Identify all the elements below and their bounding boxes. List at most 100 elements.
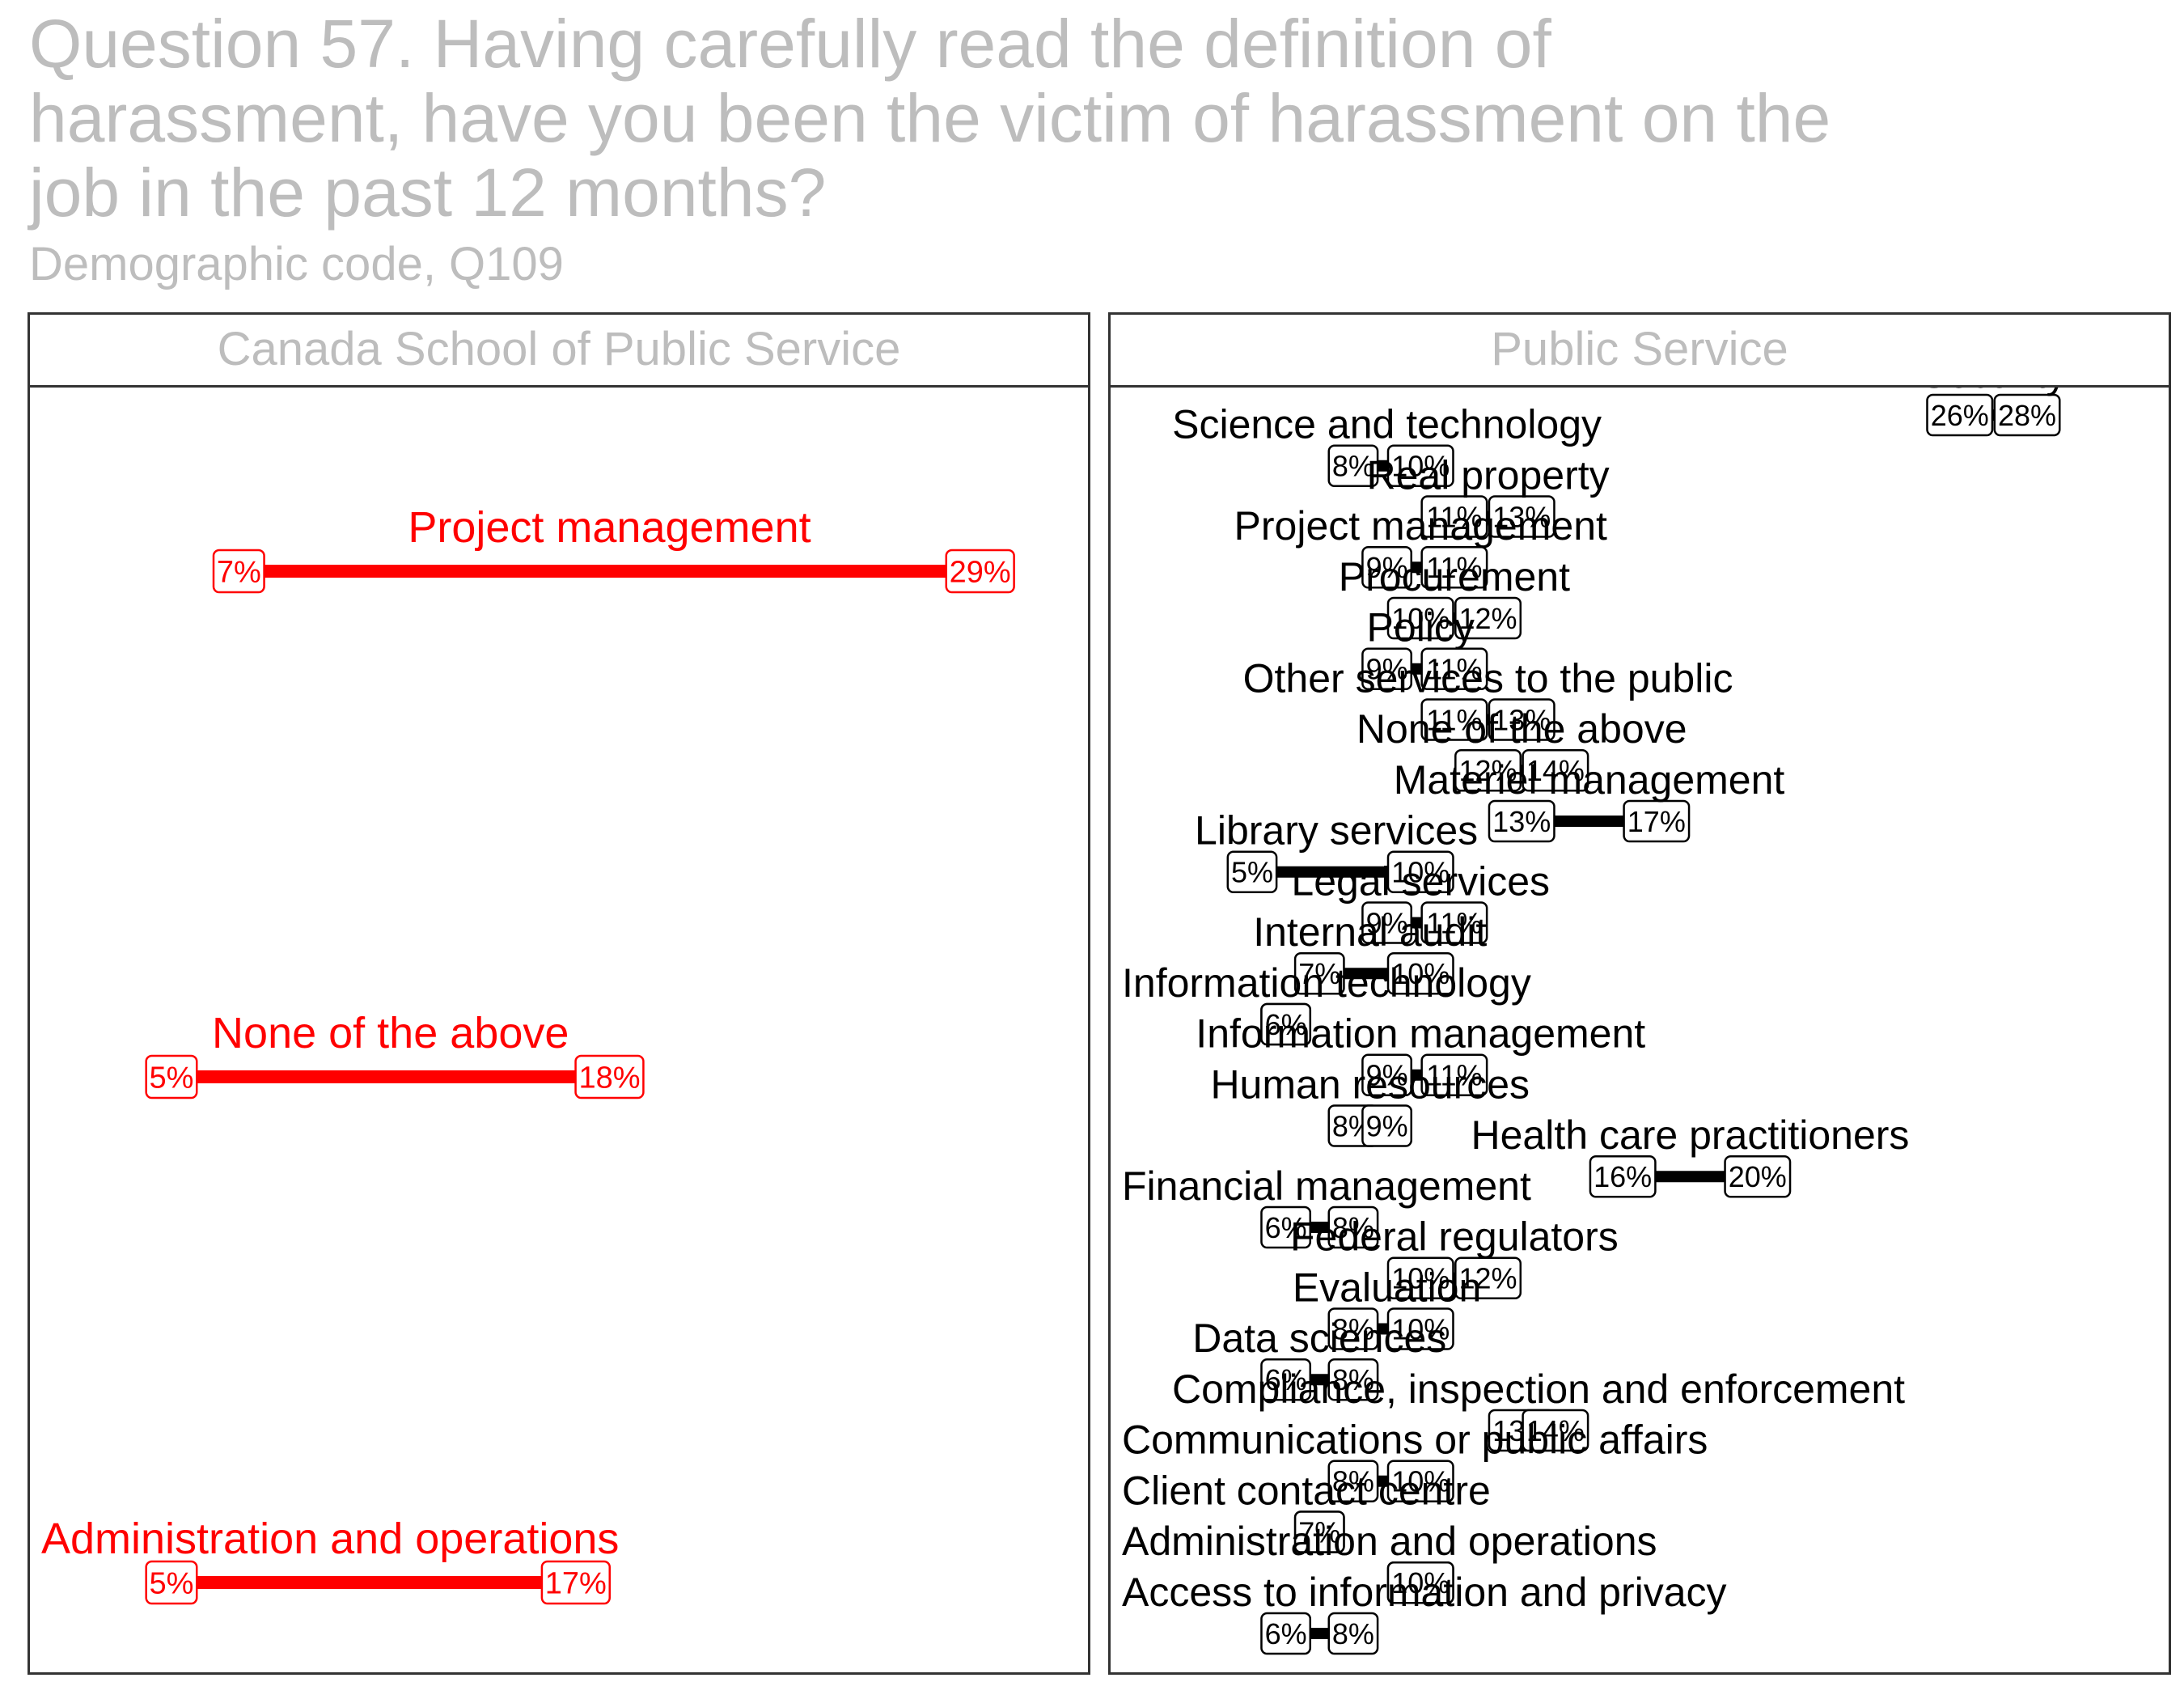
category-label: Client contact centre — [1122, 1468, 1491, 1513]
value-label-box — [1260, 1002, 1312, 1046]
panel-public-service: Public Service 26%28%Security8%10%Scienc… — [1108, 312, 2171, 1675]
value-label-box — [1488, 495, 1555, 538]
value-label-text: 8% — [1332, 1312, 1374, 1345]
category-label: Human resources — [1210, 1061, 1530, 1107]
value-label-box — [1724, 1155, 1792, 1198]
value-label-box — [145, 1054, 198, 1099]
category-label: Federal regulators — [1290, 1214, 1619, 1260]
panel-strip-label: Canada School of Public Service — [30, 315, 1088, 388]
value-label-box — [1327, 1460, 1379, 1502]
value-label-high: 13% — [1488, 698, 1555, 741]
value-label-box — [945, 549, 1015, 594]
value-label-low: 8% — [1327, 1460, 1379, 1502]
value-label-box — [574, 1054, 645, 1099]
value-label-box — [1420, 647, 1488, 690]
value-label-high: 7% — [1293, 1510, 1345, 1553]
value-label-low: 26% — [1926, 393, 1994, 437]
value-label-low: 5% — [1226, 850, 1278, 893]
category-label: Data sciences — [1192, 1316, 1446, 1361]
value-label-box — [1260, 1358, 1312, 1401]
category-label: Information technology — [1122, 960, 1531, 1006]
value-label-high: 18% — [574, 1054, 645, 1099]
value-label-text: 16% — [1594, 1160, 1652, 1193]
value-label-box — [1361, 1053, 1412, 1096]
value-label-low: 9% — [1361, 546, 1412, 589]
category-label: Library services — [1195, 808, 1478, 854]
category-label: None of the above — [1357, 706, 1687, 752]
value-label-text: 6% — [1265, 1363, 1307, 1396]
value-label-box — [1488, 698, 1555, 741]
chart-title: Question 57. Having carefully read the d… — [29, 6, 1831, 231]
value-label-low: 9% — [1361, 901, 1412, 944]
value-label-high: 10% — [1386, 952, 1454, 995]
value-label-box — [1589, 1155, 1657, 1198]
value-label-high: 11% — [1420, 647, 1488, 690]
value-label-box — [1454, 749, 1522, 792]
value-label-box — [1386, 1307, 1454, 1350]
value-label-box — [1420, 698, 1488, 741]
category-label: Policy — [1367, 605, 1475, 650]
value-label-high: 13% — [1488, 495, 1555, 538]
value-label-text: 7% — [1298, 957, 1340, 990]
value-label-box — [1386, 952, 1454, 995]
value-label-text: 9% — [1366, 551, 1408, 584]
value-label-text: 12% — [1459, 754, 1517, 787]
value-label-box — [1386, 1561, 1454, 1604]
value-label-low: 7% — [212, 549, 265, 594]
value-label-box — [1327, 444, 1379, 487]
value-label-high: 10% — [1386, 1460, 1454, 1502]
value-label-box — [1522, 749, 1589, 792]
value-label-low: 10% — [1386, 596, 1454, 640]
value-label-text: 10% — [1391, 602, 1450, 635]
value-label-box — [1226, 850, 1278, 893]
panel-canada-school: Canada School of Public Service 7%29%Pro… — [28, 312, 1090, 1675]
category-label: Access to information and privacy — [1122, 1570, 1727, 1615]
value-label-box — [1386, 850, 1454, 893]
value-label-high: 14% — [1522, 749, 1589, 792]
category-label: Science and technology — [1172, 402, 1602, 447]
value-label-text: 26% — [1931, 399, 1989, 432]
value-label-box — [1420, 901, 1488, 944]
value-label-box — [1260, 1205, 1312, 1249]
value-label-high: 8% — [1327, 1358, 1379, 1401]
value-label-text: 10% — [1391, 450, 1450, 483]
category-label: Communications or public affairs — [1122, 1417, 1708, 1463]
value-label-text: 12% — [1459, 602, 1517, 635]
value-label-box — [1522, 1409, 1589, 1452]
value-label-high: 11% — [1420, 901, 1488, 944]
value-label-high: 14% — [1522, 1409, 1589, 1452]
value-label-high: 20% — [1724, 1155, 1792, 1198]
value-label-box — [1361, 546, 1412, 589]
value-label-low: 9% — [1361, 647, 1412, 690]
value-label-low: 6% — [1260, 1612, 1312, 1655]
value-label-high: 12% — [1454, 1256, 1522, 1299]
category-label: Compliance, inspection and enforcement — [1172, 1366, 1905, 1412]
value-label-text: 17% — [1627, 805, 1686, 838]
value-label-box — [1327, 1612, 1379, 1655]
value-label-high: 8% — [1327, 1612, 1379, 1655]
value-label-box — [1361, 1104, 1412, 1147]
value-label-low: 13% — [1488, 799, 1555, 843]
value-label-text: 6% — [1265, 1617, 1307, 1650]
chart-subtitle: Demographic code, Q109 — [29, 238, 564, 290]
value-label-text: 6% — [1265, 1211, 1307, 1244]
value-label-text: 7% — [1298, 1515, 1340, 1549]
value-label-box — [1993, 393, 2061, 437]
value-label-high: 11% — [1420, 1053, 1488, 1096]
value-label-text: 13% — [1492, 805, 1551, 838]
value-label-text: 11% — [1426, 551, 1482, 584]
value-label-low: 9% — [1361, 1053, 1412, 1096]
value-label-high: 9% — [1361, 1104, 1412, 1147]
value-label-low: 16% — [1589, 1155, 1657, 1198]
value-label-text: 8% — [1332, 1363, 1374, 1396]
category-label: Project management — [1234, 503, 1607, 549]
value-label-box — [1293, 1510, 1345, 1553]
value-label-low: 5% — [145, 1054, 198, 1099]
value-label-high: 8% — [1327, 1205, 1379, 1249]
category-label: Internal audit — [1253, 909, 1487, 955]
category-label: Materiel management — [1394, 757, 1785, 803]
value-label-text: 10% — [1391, 957, 1450, 990]
value-label-high: 10% — [1386, 1561, 1454, 1604]
value-label-box — [1327, 1205, 1379, 1249]
value-label-text: 11% — [1426, 653, 1482, 686]
